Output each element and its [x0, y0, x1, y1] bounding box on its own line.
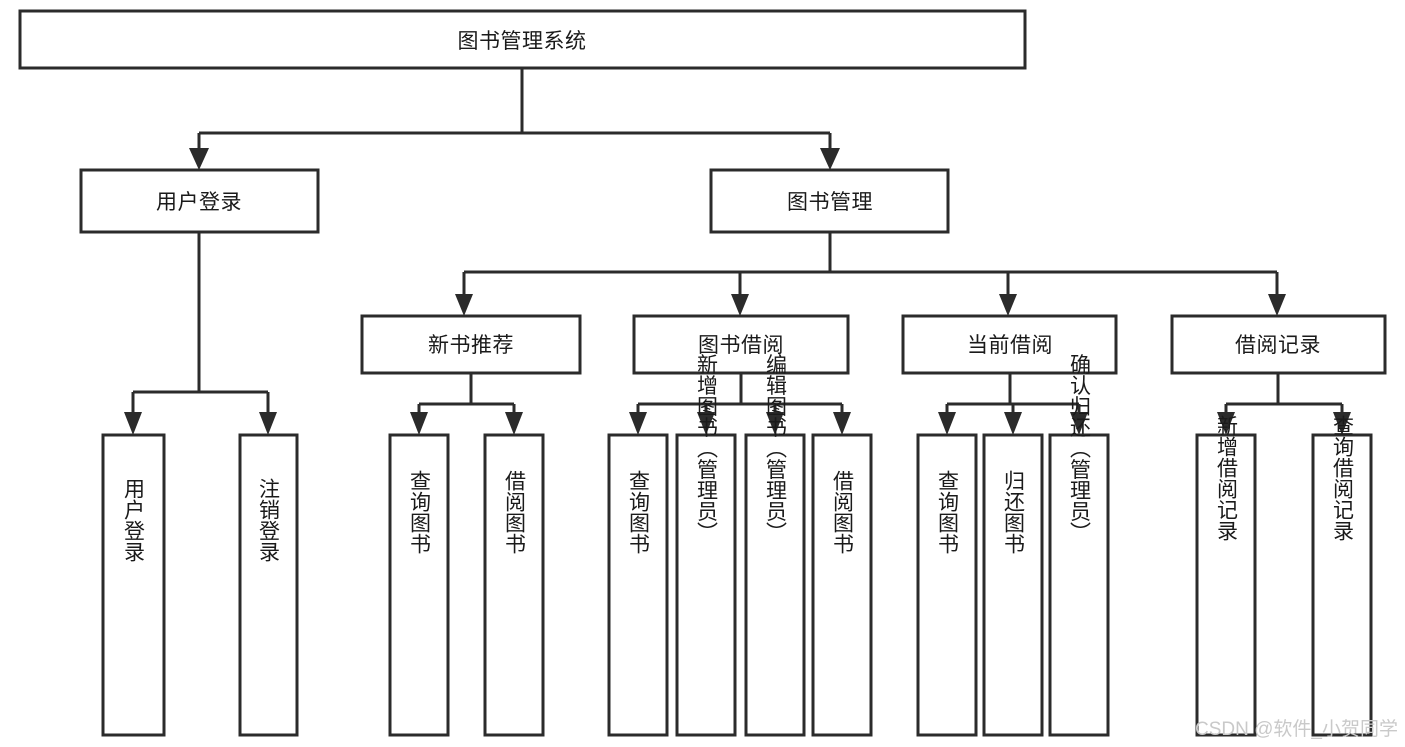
node-leaf-query-book-1-label: 查询图书 [408, 470, 432, 554]
arrowhead-leaf-add-book [697, 412, 715, 435]
arrowhead-leaf-borrow-book-2 [833, 412, 851, 435]
node-book-manage-box[interactable] [709, 168, 950, 234]
node-leaf-confirm-return[interactable]: 确认归还（管理员） [1048, 354, 1110, 737]
node-leaf-add-book[interactable]: 新增图书（管理员） [675, 354, 737, 737]
arrowhead-leaf-logout-login [259, 412, 277, 435]
node-leaf-borrow-book-1-label: 借阅图书 [503, 470, 527, 554]
arrowhead-leaf-query-book-3 [938, 412, 956, 435]
arrowhead-borrow-record [1268, 294, 1286, 316]
node-leaf-query-book-1-box[interactable] [388, 433, 450, 737]
node-leaf-logout-login-label: 注销登录 [257, 478, 281, 562]
node-leaf-query-book-3-box[interactable] [916, 433, 978, 737]
arrowhead-book-manage [820, 148, 840, 170]
arrowhead-leaf-query-book-1 [410, 412, 428, 435]
arrowhead-leaf-confirm-return [1070, 412, 1088, 435]
node-leaf-query-book-3-label: 查询图书 [936, 470, 960, 554]
node-leaf-logout-login-box[interactable] [238, 433, 299, 737]
csdn-watermark: CSDN @软件_小贺同学 [1195, 718, 1398, 740]
node-root-label: 图书管理系统 [458, 30, 587, 53]
node-leaf-add-book-box[interactable] [675, 433, 737, 737]
node-leaf-borrow-book-1[interactable]: 借阅图书 [483, 433, 545, 737]
node-leaf-query-book-2[interactable]: 查询图书 [607, 433, 669, 737]
node-book-borrow-box[interactable] [632, 314, 850, 375]
node-current-borrow[interactable]: 当前借阅 [901, 314, 1118, 375]
node-leaf-return-book[interactable]: 归还图书 [982, 433, 1044, 737]
node-new-book-recommend-label: 新书推荐 [428, 334, 514, 357]
arrowhead-leaf-edit-book [766, 412, 784, 435]
node-leaf-add-book-label: 新增图书（管理员） [695, 354, 719, 543]
node-leaf-borrow-book-2-box[interactable] [811, 433, 873, 737]
arrowhead-leaf-add-record [1217, 412, 1235, 435]
node-borrow-record-box[interactable] [1170, 314, 1387, 375]
node-borrow-record-label: 借阅记录 [1235, 334, 1321, 357]
arrowhead-leaf-return-book [1004, 412, 1022, 435]
node-leaf-confirm-return-label: 确认归还（管理员） [1068, 354, 1092, 543]
node-leaf-query-record[interactable]: 查询借阅记录 [1311, 415, 1373, 737]
node-leaf-query-book-3[interactable]: 查询图书 [916, 433, 978, 737]
node-leaf-query-book-2-box[interactable] [607, 433, 669, 737]
node-leaf-edit-book-label: 编辑图书（管理员） [764, 354, 788, 543]
node-book-borrow-label: 图书借阅 [698, 334, 784, 357]
node-root-box[interactable] [18, 9, 1027, 70]
node-borrow-record[interactable]: 借阅记录 [1170, 314, 1387, 375]
arrowhead-leaf-query-record [1333, 412, 1351, 435]
arrowhead-leaf-query-book-2 [629, 412, 647, 435]
node-leaf-borrow-book-2[interactable]: 借阅图书 [811, 433, 873, 737]
arrowhead-current-borrow [999, 294, 1017, 316]
node-leaf-logout-login[interactable]: 注销登录 [238, 433, 299, 737]
edges-layer [124, 68, 1351, 435]
node-leaf-user-login[interactable]: 用户登录 [101, 433, 166, 737]
node-current-borrow-label: 当前借阅 [967, 334, 1053, 357]
node-new-book-recommend-box[interactable] [360, 314, 582, 375]
node-leaf-query-book-1[interactable]: 查询图书 [388, 433, 450, 737]
node-book-borrow[interactable]: 图书借阅 [632, 314, 850, 375]
node-leaf-add-record-label: 新增借阅记录 [1215, 415, 1239, 541]
node-user-login-box[interactable] [79, 168, 320, 234]
node-leaf-return-book-box[interactable] [982, 433, 1044, 737]
node-leaf-add-record[interactable]: 新增借阅记录 [1195, 415, 1257, 737]
node-leaf-borrow-book-1-box[interactable] [483, 433, 545, 737]
node-leaf-edit-book-box[interactable] [744, 433, 806, 737]
node-leaf-borrow-book-2-label: 借阅图书 [831, 470, 855, 554]
arrowhead-leaf-user-login [124, 412, 142, 435]
node-current-borrow-box[interactable] [901, 314, 1118, 375]
node-leaf-query-record-box[interactable] [1311, 433, 1373, 737]
node-book-manage-label: 图书管理 [787, 191, 873, 214]
node-leaf-return-book-label: 归还图书 [1002, 470, 1026, 554]
node-root[interactable]: 图书管理系统 [18, 9, 1027, 70]
node-leaf-user-login-box[interactable] [101, 433, 166, 737]
node-leaf-edit-book[interactable]: 编辑图书（管理员） [744, 354, 806, 737]
node-user-login[interactable]: 用户登录 [79, 168, 320, 234]
arrowhead-book-borrow [731, 294, 749, 316]
arrowhead-leaf-borrow-book-1 [505, 412, 523, 435]
node-user-login-label: 用户登录 [156, 191, 242, 214]
node-leaf-query-record-label: 查询借阅记录 [1331, 415, 1355, 541]
arrowhead-new-book-recommend [455, 294, 473, 316]
node-leaf-add-record-box[interactable] [1195, 433, 1257, 737]
node-leaf-query-book-2-label: 查询图书 [627, 470, 651, 554]
node-leaf-confirm-return-box[interactable] [1048, 433, 1110, 737]
arrowhead-user-login [189, 148, 209, 170]
node-leaf-user-login-label: 用户登录 [122, 478, 146, 562]
node-new-book-recommend[interactable]: 新书推荐 [360, 314, 582, 375]
node-book-manage[interactable]: 图书管理 [709, 168, 950, 234]
